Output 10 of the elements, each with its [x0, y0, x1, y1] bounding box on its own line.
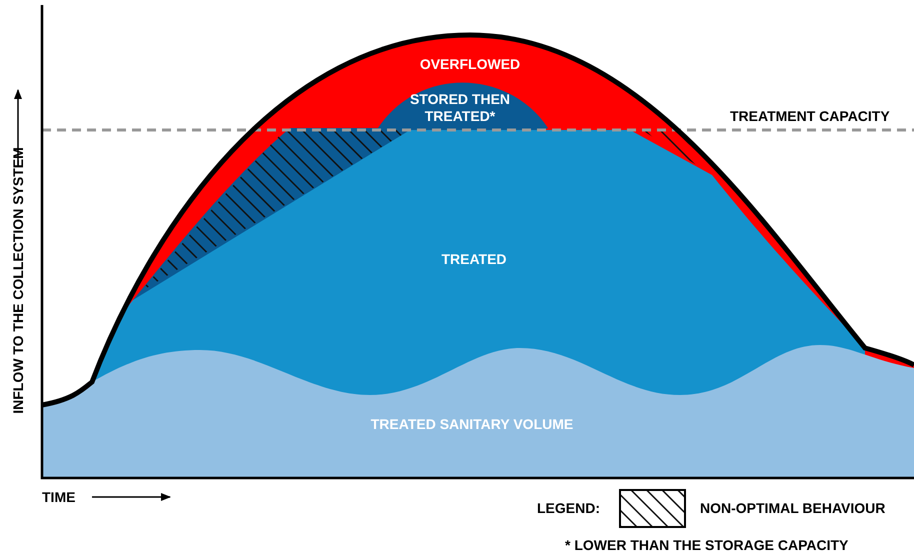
area-label: TREATMENT CAPACITY — [730, 108, 890, 125]
area-label: TREATED — [441, 251, 507, 268]
footnote: * LOWER THAN THE STORAGE CAPACITY — [565, 537, 848, 554]
axis-title: TIME — [42, 489, 76, 506]
area-label: TREATED SANITARY VOLUME — [370, 416, 574, 433]
area-label: STORED THEN TREATED* — [408, 91, 512, 125]
axis-title: INFLOW TO THE COLLECTION SYSTEM — [10, 146, 26, 414]
legend-title: LEGEND: — [537, 500, 600, 517]
area-label: OVERFLOWED — [420, 56, 520, 73]
legend-label: NON-OPTIMAL BEHAVIOUR — [700, 500, 886, 517]
